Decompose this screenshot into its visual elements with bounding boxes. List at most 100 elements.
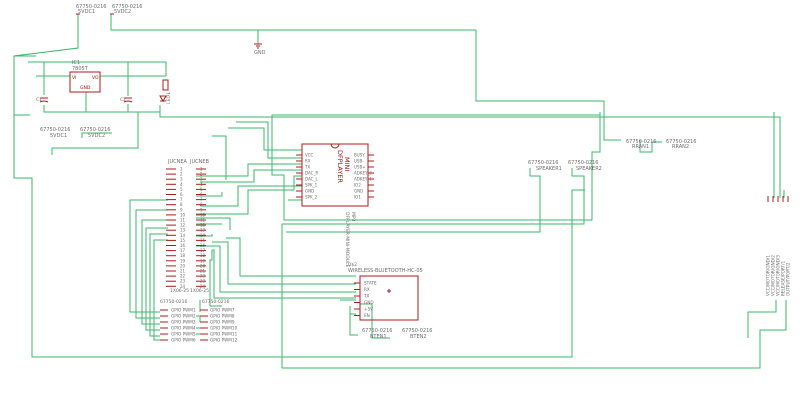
- resistor-led: LED1: [159, 79, 172, 104]
- gnd-label: GND: [254, 50, 266, 56]
- header-left-pin-label: 21: [180, 269, 186, 274]
- mp3-left-pin-label: RX: [305, 159, 311, 164]
- bt-module-name: WIRELESS-BLUETOOTH-HC-05: [348, 268, 423, 274]
- header-right-pin-label: 15: [200, 238, 206, 243]
- header-left-pin-label: 4: [180, 182, 183, 187]
- mp3-left-pin-label: DAC_L: [305, 177, 318, 182]
- wires: [13, 14, 787, 369]
- mp3-right-pin-label: ADKEY_2: [354, 171, 372, 176]
- header-left-pin-label: 15: [180, 238, 186, 243]
- header-left-pin-label: 7: [180, 197, 183, 202]
- connector-name: 5VDC2: [88, 133, 105, 139]
- mp3-left-pin-label: GND: [305, 189, 314, 194]
- header-left-part: 1X06-25: [170, 288, 189, 294]
- header-left-pin-label: 10: [180, 212, 186, 217]
- vertical-connector-label: VCC/MOTOR/GND/1: [766, 255, 771, 296]
- header-right-pin-label: 11: [200, 218, 206, 223]
- header-right-pin-label: 18: [200, 253, 206, 258]
- connector-5vdc-top-1: 67750-0216 5VDC1: [76, 4, 106, 15]
- ic-ref: IC1: [72, 60, 80, 66]
- bt-pin-label: RX: [364, 287, 370, 292]
- connector-speaker-1: 67750-0216 SPEAKER1: [528, 160, 562, 172]
- connector-rran-1: 67750-0216 RRAN1: [626, 139, 656, 150]
- gpio-right-label: GPIO PWM12: [210, 338, 238, 343]
- mp3-title-1: MINI: [343, 157, 351, 171]
- bt-pin-label: EN: [364, 313, 370, 318]
- header-right-pin-label: 3: [200, 177, 203, 182]
- connector-ref: 67750-0216: [76, 4, 106, 10]
- header-left-pin-label: 16: [180, 243, 186, 248]
- mp3-right-pin-label: USB-: [354, 159, 364, 164]
- bt-pin-label: STATE: [364, 281, 377, 286]
- vi-pin: VI: [72, 75, 76, 81]
- header-left-pin-label: 20: [180, 263, 186, 268]
- connector-ref: 67750-0216: [666, 139, 696, 145]
- connector-5vdc-mid-2: 67750-0216 5VDC2: [80, 127, 110, 139]
- header-left-pin-label: 6: [180, 192, 183, 197]
- header-right-pin-label: 19: [200, 258, 206, 263]
- vertical-connector-label: VCC/MOTOR/GND/3: [776, 255, 781, 296]
- gpio-right-label: GPIO PWM11: [210, 332, 238, 337]
- connector-ref: 67750-0216: [80, 127, 110, 133]
- header-right-title: JUCNEB: [189, 159, 210, 165]
- header-pins: 1234567891011121314151617181920212223241…: [166, 167, 206, 289]
- connector-ref: 67750-0216: [40, 127, 70, 133]
- connector-speaker-2: 67750-0216 SPEAKER2: [568, 160, 602, 172]
- connector-name: RRAN2: [672, 144, 689, 150]
- gpio-right-ref: 67750-0216: [202, 299, 230, 305]
- gpio-left-label: GPIO PWM2: [171, 314, 196, 319]
- ground-symbol: GND: [254, 43, 266, 56]
- header-right-pin-label: 22: [200, 274, 206, 279]
- mp3-left-pin-label: TX: [304, 165, 310, 170]
- vertical-connector-label: OUTPUT/PORT/2: [786, 262, 791, 296]
- connector-name: BTEN2: [410, 334, 427, 340]
- connector-name: SPEAKER1: [536, 166, 562, 172]
- connector-bten-1: 67750-0216 BTEN1: [362, 328, 392, 340]
- connector-ref: 67750-0216: [402, 328, 432, 334]
- header-right-part: 1X06-25: [190, 288, 209, 294]
- header-left-pin-label: 22: [180, 274, 186, 279]
- connector-name: 5VDC1: [78, 9, 95, 15]
- mp3-ref: MP3: [350, 212, 356, 222]
- connector-5vdc-mid-1: 67750-0216 5VDC1: [40, 127, 70, 139]
- gpio-left-label: GPIO PWM1: [171, 308, 196, 313]
- header-left-pin-label: 3: [180, 177, 183, 182]
- header-right-pin-label: 5: [200, 187, 203, 192]
- header-right-pin-label: 24: [200, 284, 206, 289]
- header-left-pin-label: 12: [180, 223, 186, 228]
- header-left-pin-label: 2: [180, 172, 183, 177]
- mp3-left-pin-label: DAC_R: [305, 171, 318, 176]
- header-left-pin-label: 23: [180, 279, 186, 284]
- connector-5vdc-top-2: 67750-0216 5VDC2: [110, 4, 142, 15]
- header-left-pin-label: 24: [180, 284, 186, 289]
- connector-ref: 67750-0216: [362, 328, 392, 334]
- header-right-pin-label: 20: [200, 263, 206, 268]
- mp3-right-pin-label: IO1: [354, 195, 361, 200]
- bt-pin-label: TX: [363, 294, 370, 299]
- connector-name: BTEN1: [370, 334, 387, 340]
- mp3-right-pin-label: USB+: [354, 165, 366, 170]
- header-left-pin-label: 9: [180, 207, 183, 212]
- connector-ref: 67750-0216: [568, 160, 598, 166]
- c1-label: C1: [36, 97, 42, 103]
- header-right-pin-label: 10: [200, 212, 206, 217]
- connector-name: 5VDC1: [50, 133, 67, 139]
- header-right-pin-label: 6: [200, 192, 203, 197]
- connector-rran-2: 67750-0216 RRAN2: [666, 139, 696, 150]
- connector-name: SPEAKER2: [576, 166, 602, 172]
- bt-pin-label: GND: [364, 300, 374, 305]
- header-right-pin-label: 1: [200, 167, 203, 172]
- connector-ref: 67750-0216: [112, 4, 142, 10]
- voltage-regulator: IC1 7805T VI VO GND: [69, 60, 101, 93]
- mp3-right-pin-label: IO2: [354, 183, 361, 188]
- bt-ref: U$2: [348, 262, 357, 268]
- header-right-pin-label: 8: [200, 202, 203, 207]
- connector-bten-2: 67750-0216 BTEN2: [402, 328, 432, 340]
- led-label: LED1: [166, 92, 172, 104]
- gpio-right-label: GPIO PWM7: [210, 308, 235, 313]
- mp3-right-pin-label: BUSY: [354, 153, 365, 158]
